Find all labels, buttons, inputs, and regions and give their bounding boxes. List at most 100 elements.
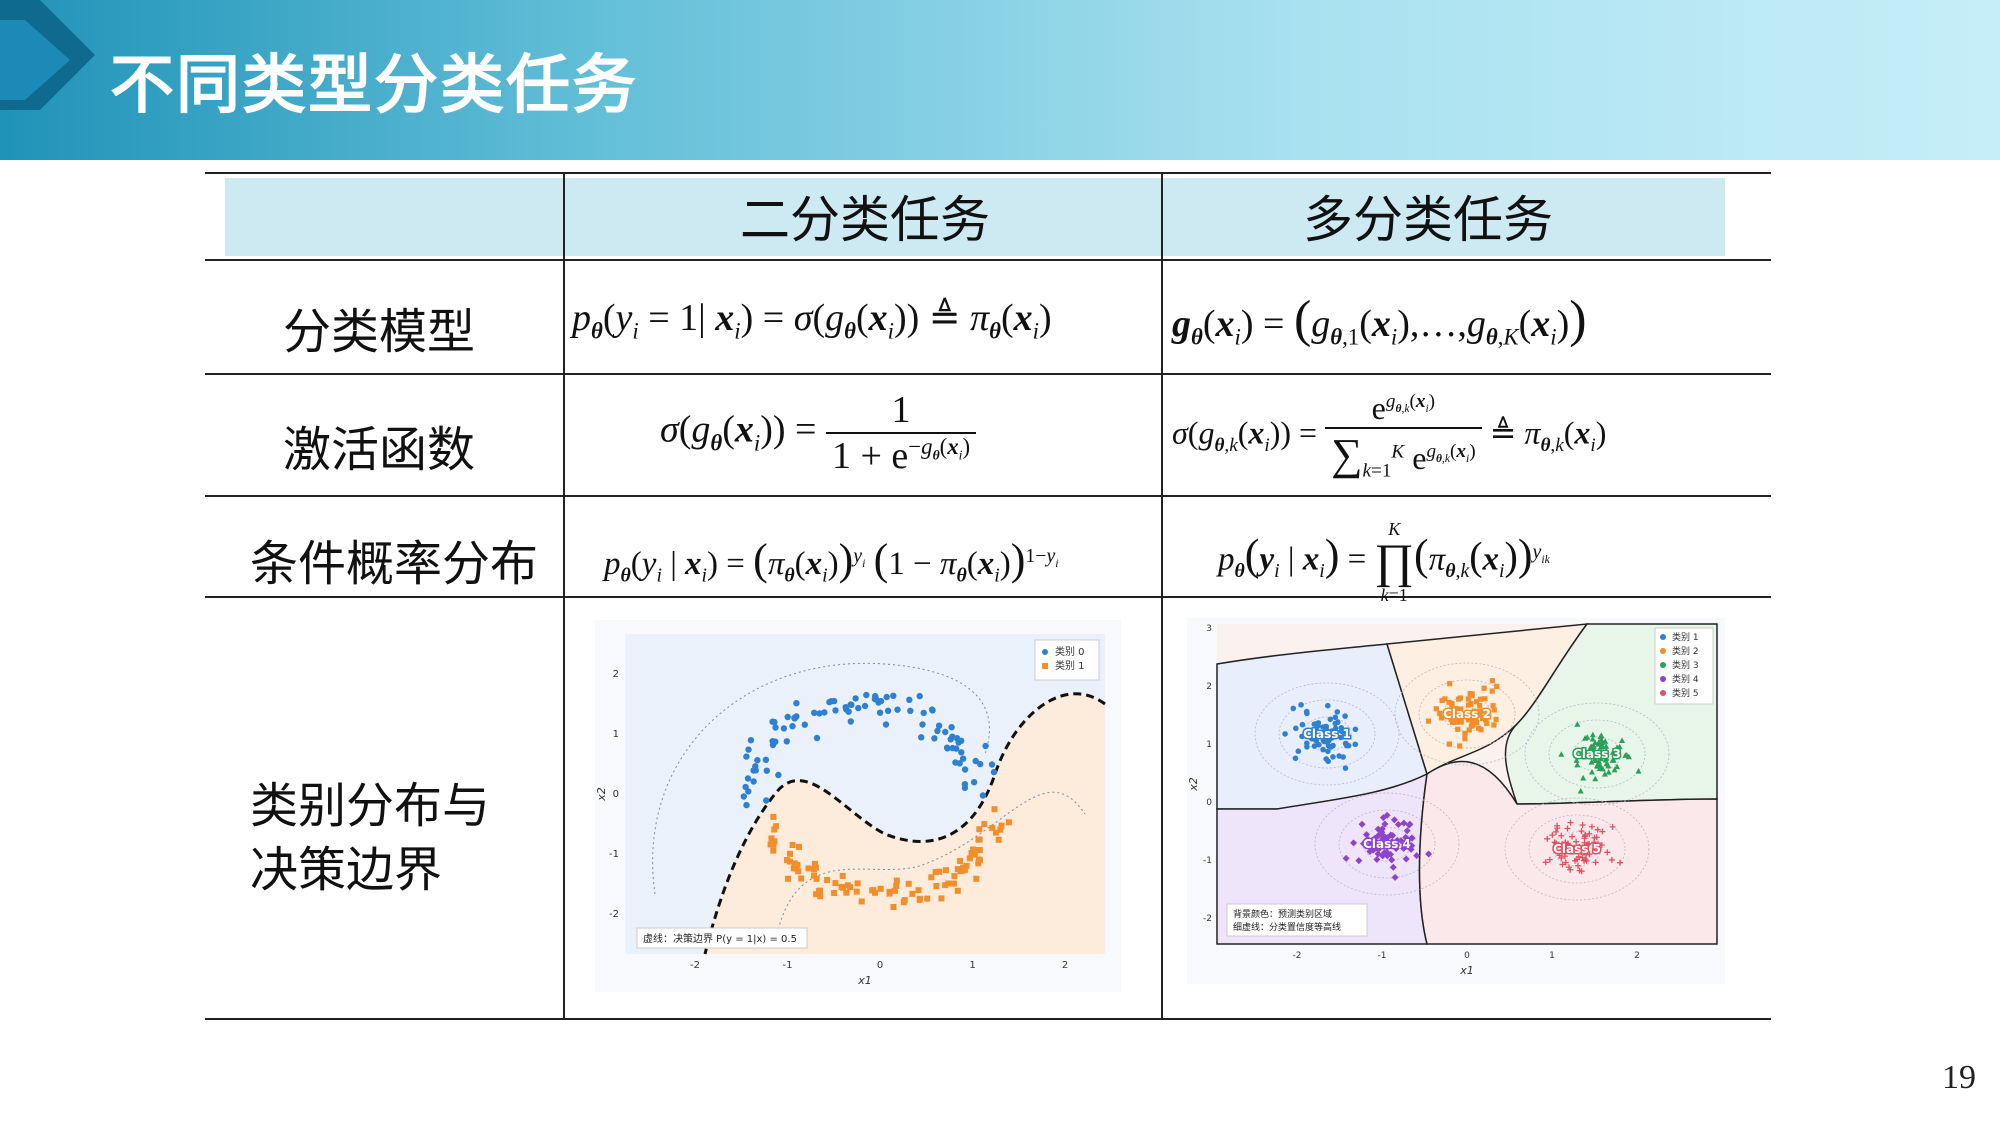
point-class4 xyxy=(1400,819,1408,827)
point-class0 xyxy=(884,707,892,714)
point-class2 xyxy=(1465,702,1471,708)
region-class5 xyxy=(1418,760,1718,945)
table-rule xyxy=(205,259,1771,261)
point-class1 xyxy=(1330,742,1336,749)
point-class1 xyxy=(932,869,939,876)
point-class2 xyxy=(1449,716,1455,722)
row-label-activation: 激活函数 xyxy=(283,422,476,478)
point-class1 xyxy=(1310,736,1317,742)
legend-label: 类别 0 xyxy=(1055,645,1085,658)
point-class1 xyxy=(1321,729,1327,736)
point-class2 xyxy=(1489,688,1495,694)
point-class4 xyxy=(1374,850,1382,858)
point-class0 xyxy=(988,761,996,768)
point-class0 xyxy=(743,753,750,760)
point-class0 xyxy=(972,757,979,765)
point-class5 xyxy=(1562,859,1569,866)
point-class3 xyxy=(1577,787,1584,794)
point-class0 xyxy=(942,728,949,736)
class-label: Class 5 xyxy=(1553,842,1601,856)
formula-multi-conditional: pθ(yi | xi) = K∏k=1(πθ,k(xi))yik xyxy=(1218,519,1550,605)
decision-boundary xyxy=(703,692,1106,955)
point-class3 xyxy=(1573,757,1580,763)
point-class1 xyxy=(853,888,860,895)
point-class1 xyxy=(1320,733,1326,740)
point-class1 xyxy=(813,891,820,898)
point-class5 xyxy=(1558,832,1565,839)
legend-marker-class0 xyxy=(1042,649,1048,655)
point-class5 xyxy=(1582,856,1589,863)
legend-marker xyxy=(1660,690,1666,696)
point-class2 xyxy=(1490,703,1496,709)
point-class3 xyxy=(1609,757,1616,763)
point-class4 xyxy=(1373,856,1381,864)
point-class0 xyxy=(740,793,747,800)
point-class4 xyxy=(1380,849,1388,857)
confidence-contour xyxy=(1338,809,1436,879)
point-class1 xyxy=(795,868,802,875)
point-class2 xyxy=(1481,685,1487,691)
point-class2 xyxy=(1484,720,1490,726)
point-class1 xyxy=(789,842,796,848)
annotation-line1: 背景颜色：预测类别区域 xyxy=(1233,908,1332,920)
point-class4 xyxy=(1400,845,1408,853)
point-class3 xyxy=(1595,758,1602,764)
point-class0 xyxy=(990,768,998,776)
point-class1 xyxy=(1324,737,1331,744)
point-class2 xyxy=(1458,706,1464,712)
point-class1 xyxy=(905,880,912,887)
point-class0 xyxy=(745,746,752,753)
point-class3 xyxy=(1582,735,1589,741)
point-class1 xyxy=(838,883,845,890)
y-tick-label: 2 xyxy=(613,669,619,680)
x-tick-label: -2 xyxy=(690,960,700,971)
point-class2 xyxy=(1447,681,1453,687)
point-class1 xyxy=(1338,734,1344,741)
table-rule xyxy=(205,596,1771,598)
point-class0 xyxy=(979,792,987,799)
row-label-conditional: 条件概率分布 xyxy=(250,536,539,592)
point-class5 xyxy=(1565,864,1572,871)
point-class2 xyxy=(1469,691,1475,697)
point-class1 xyxy=(976,856,982,863)
formula-multi-model: gθ(xi) = (gθ,1(xi),…,gθ,K(xi)) xyxy=(1172,291,1587,350)
point-class3 xyxy=(1580,774,1587,781)
point-class3 xyxy=(1605,762,1612,769)
point-class5 xyxy=(1579,822,1586,829)
point-class1 xyxy=(1282,731,1288,737)
point-class4 xyxy=(1408,834,1416,842)
y-tick-label: 3 xyxy=(1206,624,1212,634)
point-class0 xyxy=(872,692,879,700)
point-class3 xyxy=(1592,755,1599,762)
legend-label: 类别 1 xyxy=(1055,659,1085,672)
point-class1 xyxy=(785,875,791,882)
table-col-rule xyxy=(563,172,565,1020)
point-class1 xyxy=(770,813,777,820)
point-class0 xyxy=(970,779,978,786)
point-class5 xyxy=(1553,840,1560,847)
legend-marker xyxy=(1660,648,1666,654)
point-class5 xyxy=(1617,859,1624,866)
point-class4 xyxy=(1358,820,1366,828)
point-class1 xyxy=(893,882,900,889)
point-class0 xyxy=(959,755,967,762)
point-class3 xyxy=(1598,748,1605,755)
point-class2 xyxy=(1449,700,1455,707)
point-class2 xyxy=(1465,696,1471,702)
point-class1 xyxy=(916,895,923,902)
point-class4 xyxy=(1392,845,1400,853)
point-class1 xyxy=(993,829,999,836)
point-class2 xyxy=(1483,717,1489,723)
point-class0 xyxy=(982,742,989,750)
point-class4 xyxy=(1387,831,1395,839)
point-class3 xyxy=(1589,735,1596,742)
point-class2 xyxy=(1458,719,1464,725)
point-class1 xyxy=(1343,730,1349,736)
table-header-bg xyxy=(225,178,1725,256)
point-class1 xyxy=(976,847,983,854)
point-class0 xyxy=(780,725,788,732)
point-class3 xyxy=(1593,762,1600,769)
point-class2 xyxy=(1482,708,1488,714)
point-class0 xyxy=(763,797,770,804)
